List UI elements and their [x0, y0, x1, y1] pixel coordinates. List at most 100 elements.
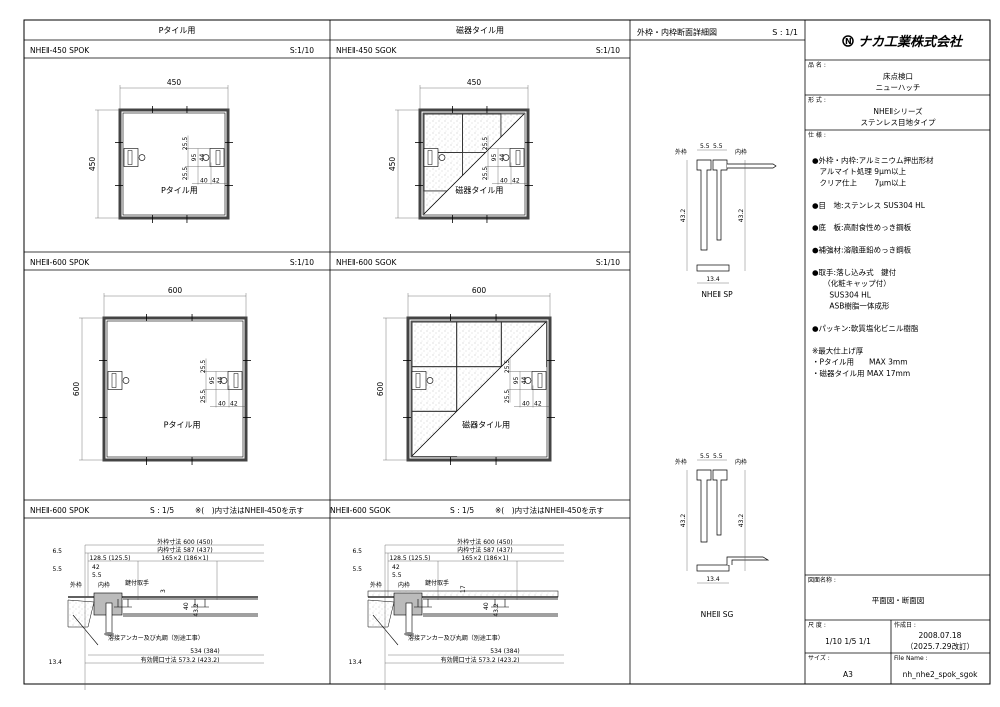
cut-line [423, 113, 525, 215]
reinforcement [114, 599, 132, 608]
base-flange [696, 264, 730, 272]
reinforcement [414, 599, 432, 608]
product-name-1: 床点検口 [883, 71, 913, 81]
sheet-border [23, 19, 991, 685]
handle-slot [415, 373, 421, 388]
dim-534: 534 (384) [190, 648, 220, 655]
dim-5-5: 5.5 [92, 572, 102, 579]
label-inner-frame: 内枠 [98, 581, 110, 589]
dim-40: 40 [500, 178, 508, 185]
inner-frame [410, 320, 548, 458]
dim-inner: 内枠寸法 587 (437) [457, 546, 512, 554]
dim-40: 40 [522, 400, 530, 407]
spec-line: ●底 板:高耐食性めっき鋼板 [812, 222, 912, 232]
dim-finish: 17 [460, 585, 467, 593]
outer-frame-profile [696, 469, 712, 543]
inner-frame-profile [712, 469, 728, 536]
dim-opening: 有効開口寸法 573.2 (423.2) [141, 656, 220, 664]
dim-25-5: 25.5 [200, 390, 207, 404]
key-icon [438, 154, 446, 161]
size-label: サイズ : [808, 654, 830, 662]
spec-line: ●取手:落し込み式 鍵付 [812, 267, 897, 277]
label-handle: 鍵付取手 [125, 579, 149, 587]
dim-height: 450 [88, 157, 97, 172]
reinforcement [191, 599, 209, 608]
label-outer: 外枠 [675, 458, 687, 466]
dim-b: 165×2 (186×1) [461, 555, 508, 562]
title-block: N ナカ工業株式会社 品 名 : 床点検口 ニューハッチ 形 式 : NHEⅡシ… [805, 34, 990, 684]
spec-label: 仕 様 : [808, 131, 826, 139]
spec-line: ※最大仕上げ厚 [812, 345, 864, 355]
plan-label: Pタイル用 [164, 420, 201, 429]
dim-outer: 外枠寸法 600 (450) [157, 538, 212, 546]
mortar [67, 599, 95, 628]
dim-25-5: 25.5 [504, 360, 511, 374]
handle-slot [127, 150, 133, 165]
tile [423, 152, 463, 192]
section-scale: S : 1/5 [150, 506, 174, 515]
slab-line [72, 614, 99, 646]
scale-value: 1/10 1/5 1/1 [825, 637, 871, 646]
handle-slot [233, 373, 239, 388]
handle-slot [215, 150, 221, 165]
handle [107, 371, 123, 390]
spec-line: ・磁器タイル用 MAX 17mm [812, 368, 910, 378]
file-label: File Name : [894, 655, 928, 662]
column-header-porcelain-tile: 磁器タイル用 [456, 25, 504, 35]
handle-slot [515, 150, 521, 165]
file-name: nh_nhe2_spok_sgok [903, 670, 979, 679]
dim-6-5: 6.5 [352, 548, 362, 555]
dim-height: 600 [72, 382, 81, 397]
dim-40: 40 [200, 178, 208, 185]
handle [411, 371, 427, 390]
dim-width: 600 [472, 286, 487, 295]
spec-line: ●目 地:ステンレス SUS304 HL [812, 200, 926, 210]
dim-42: 42 [92, 564, 100, 571]
label-outer: 外枠 [675, 148, 687, 156]
label-inner: 内枠 [735, 458, 747, 466]
handle [209, 148, 225, 167]
handle [509, 148, 525, 167]
dim-25-5: 25.5 [200, 360, 207, 374]
dim-95: 95 [513, 376, 520, 384]
outer-frame [418, 108, 530, 220]
base-flange [696, 564, 730, 572]
anchor-bolt [405, 602, 413, 634]
spec-line: クリア仕上 7μm以上 [812, 177, 907, 187]
plan-label: Pタイル用 [161, 186, 198, 195]
label-inner-frame: 内枠 [398, 581, 410, 589]
dim-width: 600 [168, 286, 183, 295]
dim-25-5: 25.5 [482, 137, 489, 151]
grid-lines [24, 20, 806, 684]
inner-frame [422, 112, 526, 216]
slab-line [372, 614, 399, 646]
inner-frame [122, 112, 226, 216]
plan-label: 磁器タイル用 [462, 419, 510, 429]
plan-title: NHEⅡ-600 SGOK [336, 258, 398, 267]
section-title: NHEⅡ-600 SPOK [30, 506, 90, 515]
key-icon [502, 154, 510, 161]
product-label: 品 名 : [808, 61, 826, 69]
column-header-frame-detail-scale: S : 1/1 [772, 28, 798, 37]
dim-43-2: 43.2 [193, 603, 200, 617]
drawing-name: 平面図・断面図 [872, 595, 925, 605]
column-header-p-tile: Pタイル用 [159, 26, 196, 35]
label-outer-frame: 外枠 [370, 581, 382, 589]
dim-width: 13.4 [706, 576, 720, 583]
dim-gap-2: 5.5 [713, 143, 723, 150]
outer-frame-profile [696, 159, 712, 251]
anchor-head [404, 632, 414, 636]
tile-flange [726, 556, 770, 565]
plan-label: 磁器タイル用 [455, 185, 503, 195]
dim-height: 600 [376, 382, 385, 397]
label-inner: 内枠 [735, 148, 747, 156]
dim-44: 44 [199, 154, 206, 162]
spec-line: ●外枠・内枠:アルミニウム押出形材 [812, 155, 934, 165]
